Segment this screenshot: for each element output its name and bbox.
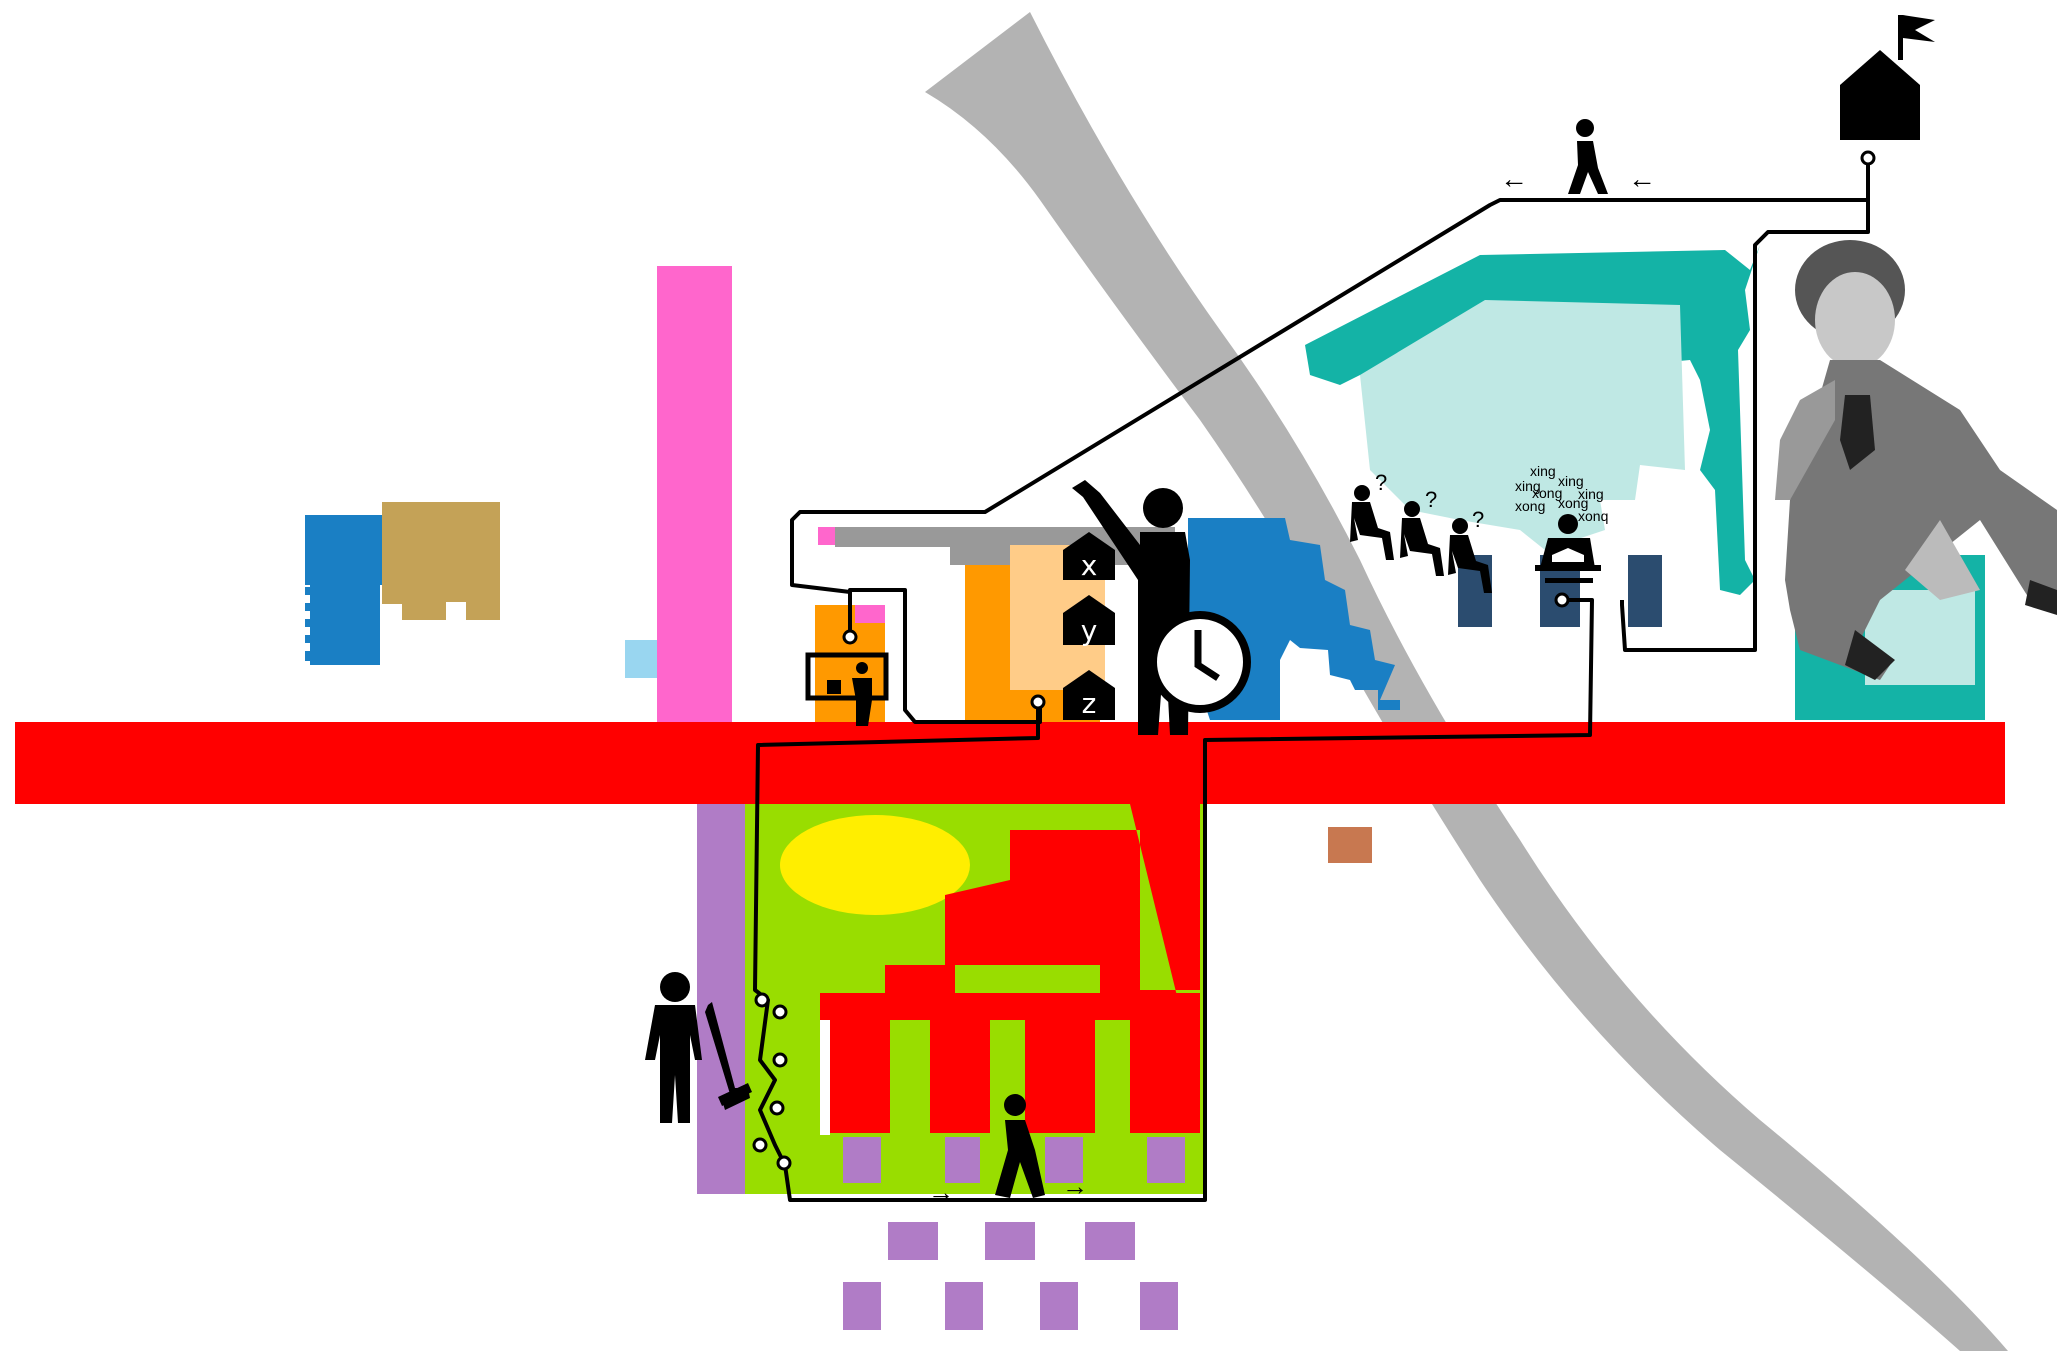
svg-text:z: z (1082, 687, 1097, 720)
svg-text:x: x (1081, 549, 1098, 582)
arrow-right-1: → (928, 1177, 954, 1207)
yellow-pond (780, 815, 970, 915)
arrow-left-2: ← (1628, 163, 1656, 194)
question-mark-2: ? (1425, 487, 1437, 512)
svg-text:xing: xing (1530, 463, 1556, 479)
walking-person-icon (1568, 119, 1608, 194)
svg-text:xong: xong (1515, 498, 1545, 514)
svg-text:xonq: xonq (1578, 508, 1608, 524)
magenta-tower (657, 266, 732, 722)
west-blue-block (305, 515, 383, 665)
house-flag-icon (1840, 15, 1935, 140)
main-road (15, 722, 2005, 804)
question-mark-3: ? (1472, 507, 1484, 532)
lime-bar-mid (955, 965, 1100, 993)
kiosk-magenta-cap (855, 605, 885, 623)
clock-icon (1153, 615, 1247, 709)
white-notch (820, 1020, 830, 1135)
arrow-left-1: ← (1500, 163, 1528, 194)
seat-3 (1628, 555, 1662, 627)
lilac-strip (697, 804, 745, 1194)
sky-square (625, 640, 657, 678)
question-mark-1: ? (1375, 470, 1387, 495)
arrow-right-2: → (1062, 1171, 1088, 1201)
west-ochre-block (382, 502, 500, 620)
seated-person-icon-1 (1350, 485, 1394, 560)
svg-text:y: y (1081, 614, 1098, 647)
brick-square (1328, 827, 1372, 863)
